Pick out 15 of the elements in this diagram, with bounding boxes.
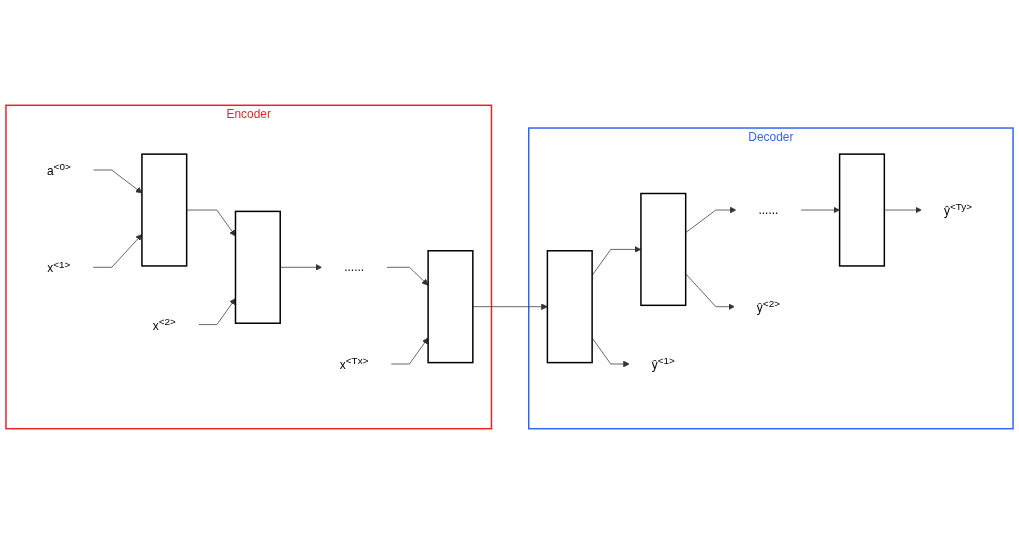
node-text: a$^{<0>}$ xyxy=(46,161,71,178)
node-box xyxy=(427,250,474,364)
node-text: ŷ$^{<2>}$ xyxy=(756,298,780,314)
node-box xyxy=(546,250,593,364)
node-text: ...... xyxy=(344,260,365,274)
node-box xyxy=(838,153,886,267)
node-text: x$^{<2>}$ xyxy=(152,315,176,332)
node-box xyxy=(141,153,188,267)
node-text: ŷ$^{<Ty>}$ xyxy=(943,201,973,218)
node-text: ŷ$^{<1>}$ xyxy=(651,355,675,372)
node-text: x$^{<1>}$ xyxy=(47,258,71,275)
node-text: x$^{<Tx>}$ xyxy=(339,355,369,372)
node-box xyxy=(640,192,687,307)
node-box xyxy=(234,210,281,324)
node-text: ...... xyxy=(758,203,779,216)
